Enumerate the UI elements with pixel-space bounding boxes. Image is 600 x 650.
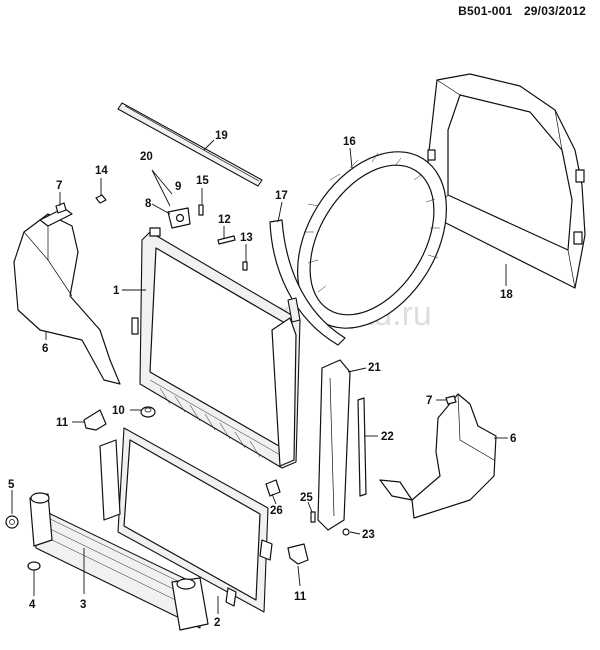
callout-4: 4: [29, 599, 36, 611]
part-6-left-air-deflector: [13, 207, 121, 385]
diagram-header: B501-001 29/03/2012: [458, 4, 586, 18]
callout-7-left: 7: [56, 180, 62, 192]
part-3-intercooler: [29, 492, 209, 631]
callout-9: 9: [175, 181, 181, 193]
callout-21: 21: [368, 362, 381, 374]
part-6-right-air-deflector: [379, 393, 497, 519]
callout-1: 1: [113, 285, 120, 297]
part-26-clip: [265, 479, 281, 497]
callout-5: 5: [8, 479, 15, 491]
callout-11-right: 11: [294, 591, 307, 603]
diagram-date: 29/03/2012: [523, 4, 586, 18]
callout-23: 23: [362, 529, 375, 541]
callout-22: 22: [381, 431, 394, 443]
callout-6-left: 6: [42, 343, 48, 355]
part-12-pin: [217, 235, 236, 245]
part-1-radiator: [131, 227, 301, 469]
leader-lines: [11, 139, 508, 614]
part-7-right-clip: [445, 395, 457, 405]
part-17-shroud-strip: [269, 219, 346, 346]
part-5-rubber-pad: [5, 515, 19, 529]
part-11-left-bracket: [83, 409, 107, 431]
part-4-rubber-pad: [27, 561, 41, 571]
callout-7-right: 7: [426, 395, 432, 407]
callout-25: 25: [300, 492, 313, 504]
callout-3: 3: [80, 599, 86, 611]
diagram-code: B501-001: [458, 4, 513, 18]
callout-13: 13: [240, 232, 253, 244]
callout-2: 2: [214, 617, 220, 629]
part-18-fan-shroud: [427, 73, 586, 289]
part-16-fan-ring: [297, 151, 447, 329]
part-7-left-clip: [55, 202, 67, 214]
part-13-bolt: [242, 261, 248, 271]
part-22-seal-rod: [357, 397, 367, 497]
part-10-grommet: [140, 406, 156, 418]
callout-labels: 19 20 9 8 14 7 15 12 13 16 17 1 6 18 10 …: [8, 130, 516, 629]
part-8-9-hanger-bracket: [167, 207, 191, 229]
part-25-bolt: [310, 511, 316, 523]
callout-11-left: 11: [56, 417, 69, 429]
callout-6-right: 6: [510, 433, 516, 445]
callout-12: 12: [218, 214, 231, 226]
part-21-side-baffle: [317, 359, 351, 531]
callout-18: 18: [500, 289, 513, 301]
callout-16: 16: [343, 136, 356, 148]
callout-26: 26: [270, 505, 283, 517]
part-11-right-bracket: [287, 543, 309, 565]
callout-10: 10: [112, 405, 125, 417]
part-2-condenser: [99, 427, 273, 613]
callout-14: 14: [95, 165, 108, 177]
callout-20: 20: [140, 151, 153, 163]
callout-8: 8: [145, 198, 152, 210]
part-23-bolt: [342, 528, 350, 536]
part-14-bolt: [95, 194, 107, 204]
callout-19: 19: [215, 130, 228, 142]
part-15-bolt: [198, 204, 204, 216]
part-19-seal-strip: [117, 102, 263, 187]
callout-15: 15: [196, 175, 209, 187]
callout-17: 17: [275, 190, 288, 202]
